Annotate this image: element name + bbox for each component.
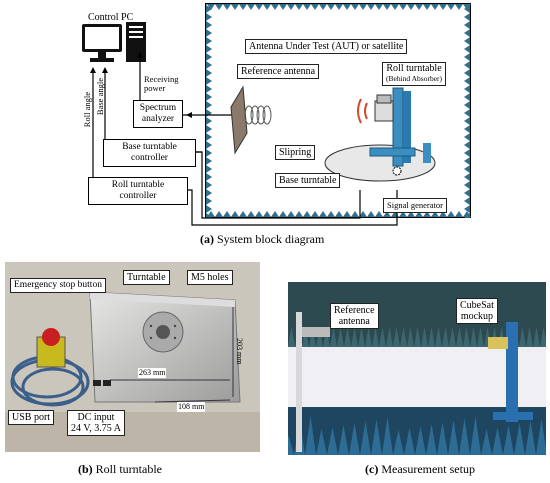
- reference-antenna-label: Reference antenna: [237, 64, 320, 79]
- roll-turntable-controller-box: Roll turntable controller: [88, 177, 188, 205]
- reference-antenna-setup-label: Reference antenna: [330, 303, 379, 329]
- spectrum-analyzer-box: Spectrum analyzer: [133, 100, 183, 128]
- roll-turntable-label: Roll turntable (Behind Absorber): [382, 62, 447, 86]
- dim-203-label: 203 mm: [235, 338, 244, 365]
- wiring: [90, 52, 398, 226]
- base-turntable-label: Base turntable: [275, 173, 341, 188]
- roll-angle-label: Roll angle: [82, 92, 92, 128]
- chamber-equipment: [230, 85, 436, 182]
- m5-holes-label: M5 holes: [187, 270, 233, 285]
- signal-generator-label: Signal generator: [383, 198, 447, 213]
- measurement-setup-image: [288, 282, 546, 455]
- control-pc-label: Control PC: [88, 12, 134, 23]
- dc-input-label: DC input 24 V, 3.75 A: [67, 410, 125, 436]
- turntable-label: Turntable: [123, 270, 170, 285]
- computer-icon: [82, 22, 146, 62]
- slipring-label: Slipring: [275, 145, 316, 160]
- dim-263-label: 263 mm: [138, 368, 167, 378]
- caption-c: (c) Measurement setup: [365, 462, 475, 476]
- base-angle-label: Base angle: [95, 78, 105, 116]
- aut-label: Antenna Under Test (AUT) or satellite: [245, 39, 408, 54]
- roll-turntable-photo: Emergency stop button Turntable M5 holes…: [5, 262, 260, 452]
- usb-port-label: USB port: [8, 410, 55, 425]
- caption-b: (b) Roll turntable: [78, 462, 162, 476]
- block-diagram: Control PC Receiving power Base an: [82, 3, 471, 246]
- dim-108-label: 108 mm: [177, 402, 206, 412]
- base-turntable-controller-box: Base turntable controller: [103, 139, 196, 167]
- receiving-power-label: Receiving power: [144, 74, 179, 93]
- cubesat-mockup-label: CubeSat mockup: [456, 298, 498, 324]
- caption-a: (a) System block diagram: [200, 232, 325, 246]
- measurement-setup-photo: Reference antenna CubeSat mockup: [288, 282, 546, 455]
- emergency-stop-label: Emergency stop button: [10, 278, 106, 293]
